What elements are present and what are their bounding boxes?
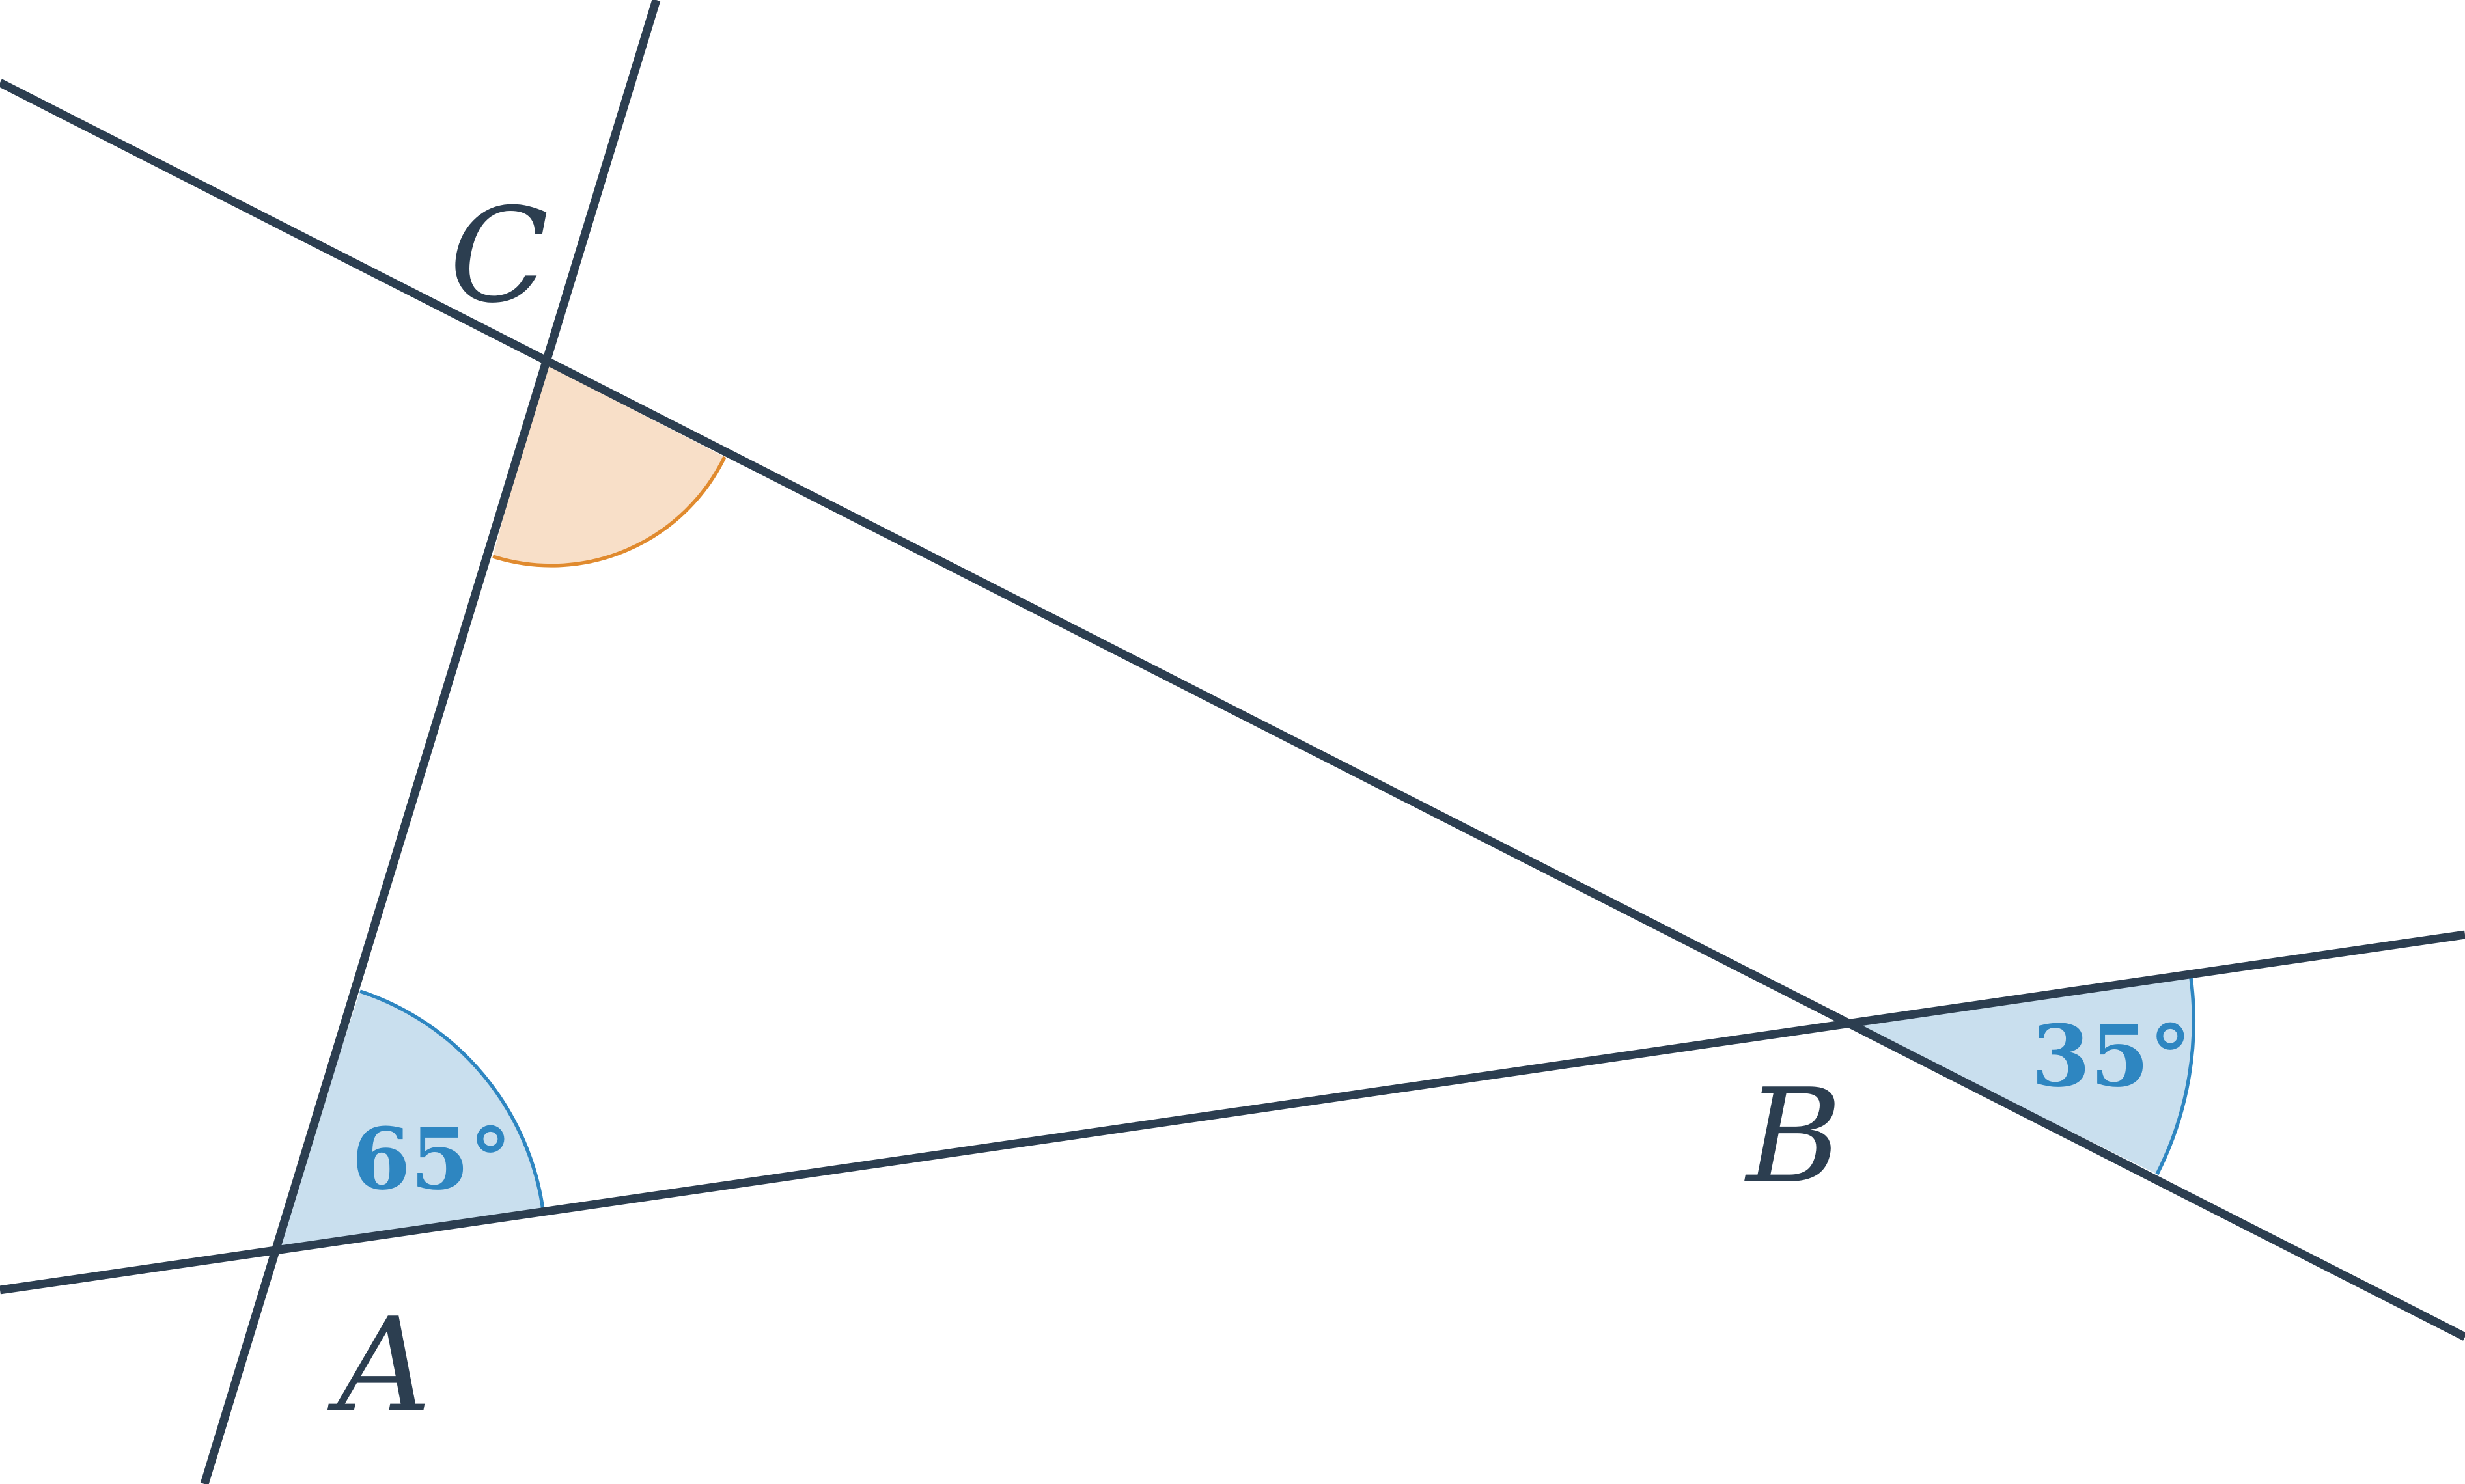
angle-a-label: 65° (352, 1109, 512, 1209)
angle-c-arc (492, 456, 727, 568)
line-ac (200, 0, 661, 1484)
angle-b-label: 35° (2031, 1006, 2192, 1106)
angle-b-arc (2155, 977, 2195, 1175)
angle-a-arc (359, 989, 545, 1211)
angle-c-sector (493, 364, 725, 566)
vertex-label-c: C (449, 180, 549, 332)
line-ab (0, 930, 2465, 1295)
line-cb (0, 79, 2465, 1341)
vertex-label-b: B (1744, 1061, 1842, 1213)
angle-a-sector (276, 991, 543, 1248)
angle-b-sector (1855, 978, 2194, 1174)
vertex-label-a: A (327, 1290, 431, 1442)
